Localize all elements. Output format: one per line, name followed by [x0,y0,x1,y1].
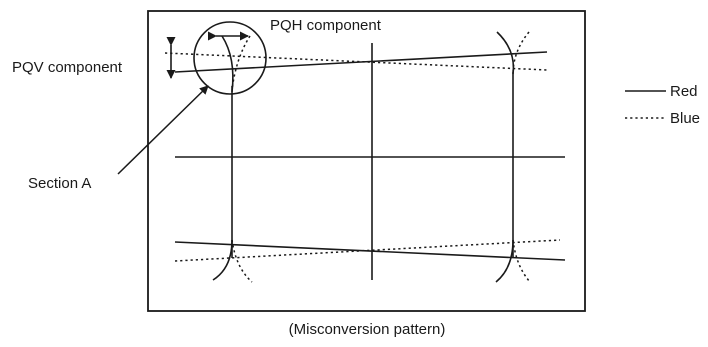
bottom-red-line [174,241,566,261]
left-bottom-red-curve [212,239,233,281]
left-bottom-blue-curve [231,239,253,283]
section-a-pointer-arrow [117,85,209,175]
legend-blue-label: Blue [670,110,700,127]
right-bottom-red-curve [495,239,514,283]
right-bottom-blue-curve [512,239,531,283]
pqv-label: PQV component [12,59,123,76]
pqh-label: PQH component [270,17,382,34]
caption: (Misconversion pattern) [289,321,446,338]
top-red-line [174,51,548,73]
bottom-blue-line [174,239,561,262]
pattern-frame [147,10,586,312]
legend-red-label: Red [670,83,698,100]
left-top-blue-curve [231,35,251,91]
section-a-label: Section A [28,175,91,192]
left-top-red-curve [221,35,234,93]
section-a-circle [193,21,267,95]
legend: Red Blue [625,83,700,127]
right-top-blue-curve [512,31,530,73]
top-blue-line [164,52,548,71]
